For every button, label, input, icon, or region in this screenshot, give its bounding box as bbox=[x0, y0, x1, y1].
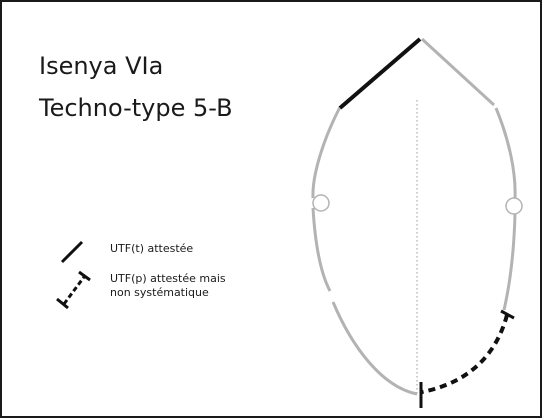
left-edge-circle bbox=[312, 194, 330, 212]
legend-label-dashed-line-2: non systématique bbox=[110, 286, 209, 299]
outline-top-right bbox=[420, 37, 496, 107]
tool-outline bbox=[311, 37, 517, 396]
outline-right-mid bbox=[502, 213, 517, 311]
legend-symbols bbox=[56, 240, 91, 310]
utf-t-segment bbox=[338, 37, 422, 110]
legend-solid-symbol bbox=[60, 240, 84, 264]
outline-left-lower bbox=[331, 301, 418, 396]
title-line-2: Techno-type 5-B bbox=[39, 94, 233, 122]
outline-right-upper bbox=[494, 107, 517, 199]
right-edge-circle bbox=[505, 197, 523, 215]
utf-p-segment bbox=[419, 309, 515, 408]
legend-label-dashed-line-1: UTF(p) attestée mais bbox=[110, 272, 226, 285]
legend-dashed-symbol bbox=[56, 270, 91, 310]
legend-label-dashed: UTF(p) attestée mais non systématique bbox=[110, 272, 226, 300]
title-line-1: Isenya VIa bbox=[39, 52, 164, 80]
outline-left-mid bbox=[311, 207, 332, 292]
legend-label-solid: UTF(t) attestée bbox=[110, 242, 194, 255]
outline-left-upper bbox=[311, 106, 342, 199]
